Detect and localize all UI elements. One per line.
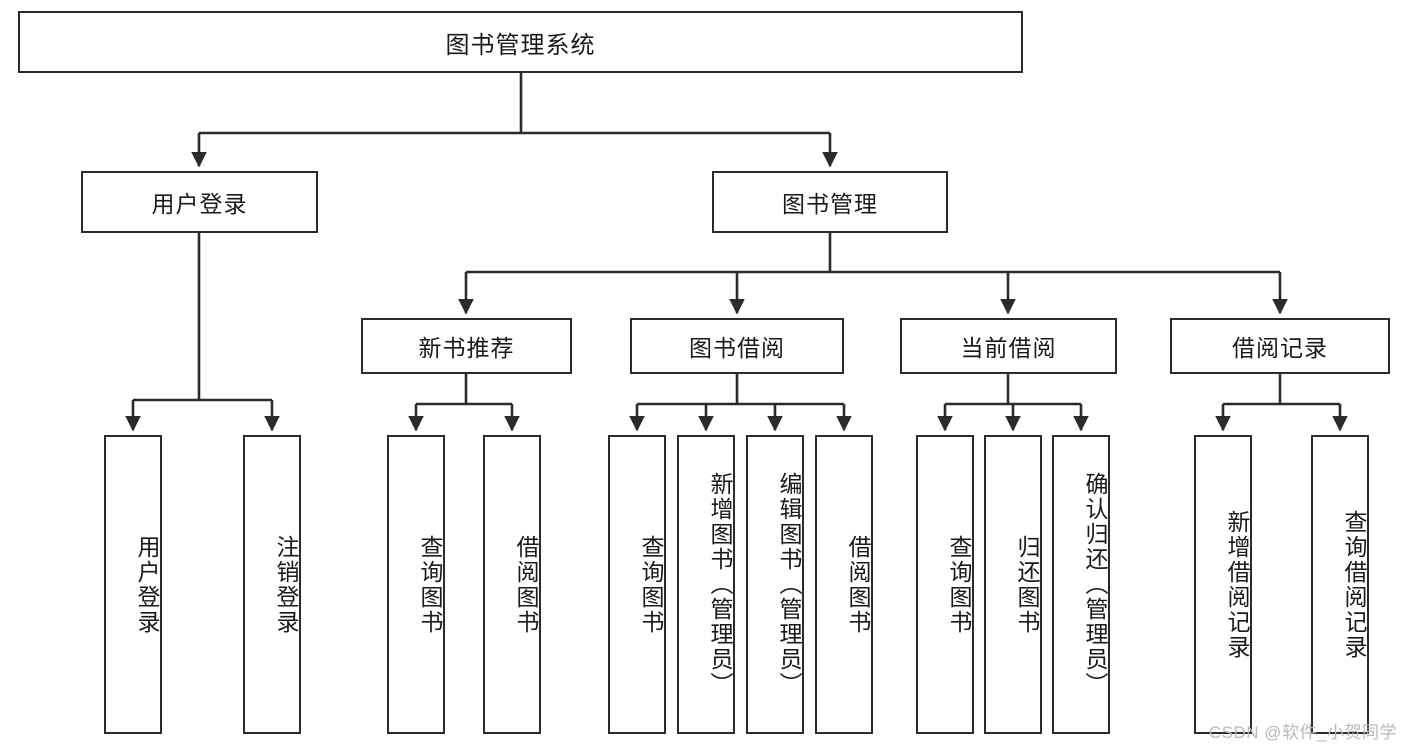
leaf-confirm-return[interactable]: 确认归还（管理员） — [1052, 435, 1110, 734]
leaf-label: 借阅图书 — [845, 534, 871, 635]
leaf-return-book[interactable]: 归还图书 — [984, 435, 1042, 734]
leaf-add-record[interactable]: 新增借阅记录 — [1194, 435, 1252, 734]
leaf-label: 查询借阅记录 — [1341, 509, 1367, 660]
node-borrow-record[interactable]: 借阅记录 — [1170, 318, 1390, 374]
node-root-book-management-system[interactable]: 图书管理系统 — [18, 11, 1023, 73]
leaf-query-book-2[interactable]: 查询图书 — [608, 435, 666, 734]
leaf-label: 归还图书 — [1014, 534, 1040, 635]
leaf-user-login[interactable]: 用户登录 — [104, 435, 162, 734]
node-book-borrow[interactable]: 图书借阅 — [630, 318, 844, 374]
leaf-logout-login[interactable]: 注销登录 — [243, 435, 301, 734]
leaf-add-book[interactable]: 新增图书（管理员） — [677, 435, 735, 734]
leaf-label: 借阅图书 — [513, 534, 539, 635]
leaf-borrow-book-1[interactable]: 借阅图书 — [483, 435, 541, 734]
leaf-label: 新增借阅记录 — [1224, 509, 1250, 660]
leaf-label: 查询图书 — [638, 534, 664, 635]
leaf-label: 新增图书（管理员） — [707, 472, 733, 697]
leaf-borrow-book-2[interactable]: 借阅图书 — [815, 435, 873, 734]
node-new-book-recommend[interactable]: 新书推荐 — [361, 318, 572, 374]
leaf-query-book-3[interactable]: 查询图书 — [916, 435, 974, 734]
node-user-login[interactable]: 用户登录 — [81, 171, 318, 233]
leaf-label: 查询图书 — [417, 534, 443, 635]
leaf-label: 确认归还（管理员） — [1082, 472, 1108, 697]
leaf-label: 编辑图书（管理员） — [776, 472, 802, 697]
node-current-borrow[interactable]: 当前借阅 — [900, 318, 1117, 374]
leaf-label: 注销登录 — [273, 534, 299, 635]
leaf-edit-book[interactable]: 编辑图书（管理员） — [746, 435, 804, 734]
node-book-manage[interactable]: 图书管理 — [712, 171, 948, 233]
leaf-query-record[interactable]: 查询借阅记录 — [1311, 435, 1369, 734]
leaf-query-book-1[interactable]: 查询图书 — [387, 435, 445, 734]
csdn-watermark: CSDN @软件_小贺同学 — [1208, 723, 1397, 742]
leaf-label: 查询图书 — [946, 534, 972, 635]
leaf-label: 用户登录 — [134, 534, 160, 635]
